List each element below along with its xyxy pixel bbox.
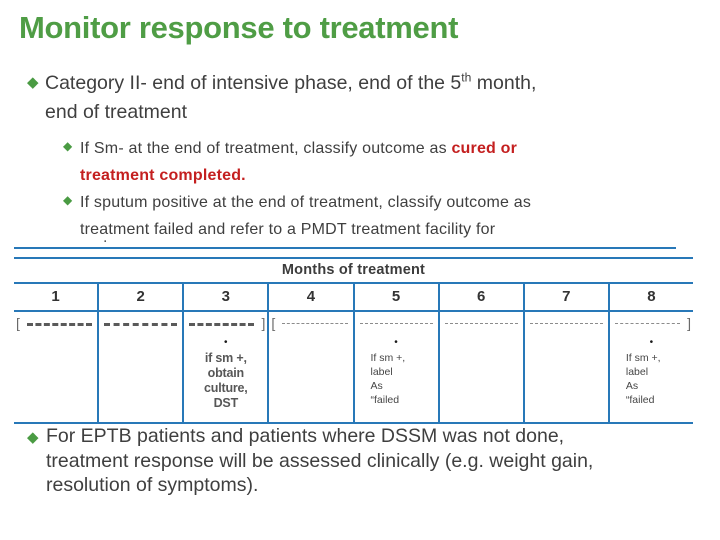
- dash-segment: [27, 323, 93, 326]
- cell-note-line: If sm +,: [370, 352, 406, 364]
- phase-dash-line: [355, 318, 438, 331]
- dash-segment: [282, 323, 348, 324]
- phase-dash-line: [99, 318, 182, 331]
- month-number-cell: 8: [647, 288, 656, 305]
- cell-note-line: As: [370, 380, 383, 392]
- dash-segment: [189, 323, 255, 326]
- bullet-1-line-1: Category II- end of intensive phase, end…: [45, 70, 537, 94]
- figure-top-rule: [14, 247, 676, 249]
- cell-note-line: label: [625, 366, 649, 378]
- truncated-text-remnant: .: [103, 229, 108, 246]
- cell-note-line: As: [625, 380, 639, 392]
- cell-note-line: “failed: [625, 394, 655, 406]
- cell-note-line: “failed: [370, 394, 400, 406]
- phase-dash-line: [: [269, 315, 352, 331]
- month-body-cell: [99, 312, 185, 422]
- month-number-cell: 7: [525, 284, 610, 310]
- phase-dash-line: [: [14, 315, 97, 331]
- bullet-category-ii: Category II- end of intensive phase, end…: [45, 69, 536, 127]
- diamond-bullet-icon: ◆: [63, 139, 73, 153]
- diamond-bullet-icon: ◆: [27, 429, 39, 446]
- month-number-cell: 1: [14, 284, 100, 310]
- diamond-bullet-icon: ◆: [27, 74, 39, 91]
- bracket-close: ]: [261, 315, 266, 331]
- note-bullet-dot: •: [394, 337, 398, 348]
- note-bullet-dot: •: [649, 337, 654, 348]
- phase-dash-line: ]: [610, 315, 693, 331]
- bullet-eptb: For EPTB patients and patients where DSS…: [46, 424, 593, 498]
- cell-note-line: DST: [213, 396, 239, 410]
- bracket-close: ]: [687, 315, 691, 331]
- dash-segment: [614, 323, 680, 324]
- cell-note-line: if sm +,: [204, 351, 247, 365]
- dash-segment: [359, 323, 433, 324]
- dash-segment: [529, 323, 603, 324]
- bullet-2-line-1: For EPTB patients and patients where DSS…: [46, 425, 565, 447]
- cell-note-line: label: [370, 366, 393, 378]
- bullet-2-line-2: treatment response will be assessed clin…: [46, 449, 594, 472]
- bracket-open: [: [16, 315, 20, 331]
- note-bullet-dot: •: [224, 337, 228, 348]
- subbullet-2-line-1: If sputum positive at the end of treatme…: [80, 194, 532, 211]
- month-number-cell: 6: [440, 284, 525, 310]
- dash-segment: [104, 323, 178, 326]
- subbullet-1-line-2: treatment completed.: [80, 167, 246, 184]
- month-body-cell: [525, 312, 610, 422]
- phase-dash-line: [440, 318, 523, 331]
- month-number-cell: 2: [99, 284, 185, 310]
- phase-dash-line: ]: [184, 315, 267, 331]
- subbullet-if-sputum-positive: If sputum positive at the end of treatme…: [80, 189, 531, 243]
- diamond-bullet-icon: ◆: [63, 193, 73, 207]
- month-body-cell: [: [269, 312, 355, 422]
- bracket-open: [: [271, 315, 276, 331]
- cell-note-line: obtain: [207, 366, 244, 380]
- bullet-1-line-2: end of treatment: [45, 101, 188, 123]
- month-number-cell: 5: [355, 284, 440, 310]
- red-highlight-cured: cured or: [451, 140, 518, 157]
- bullet-2-line-3: resolution of symptoms).: [46, 474, 259, 496]
- table-title: Months of treatment: [14, 257, 693, 284]
- month-number-cell: 4: [269, 284, 355, 310]
- subbullet-2-line-2: treatment failed and refer to a PMDT tre…: [80, 221, 496, 238]
- cell-note-line: If sm +,: [625, 352, 661, 364]
- phase-dash-line: [525, 318, 608, 331]
- cell-note-line: culture,: [204, 381, 248, 395]
- page-title: Monitor response to treatment: [19, 10, 459, 45]
- superscript-th: th: [461, 70, 472, 85]
- subbullet-1-line-1: If Sm- at the end of treatment, classify…: [80, 140, 518, 157]
- month-body-cell: [440, 312, 525, 422]
- month-number-cell: 3: [184, 284, 270, 310]
- month-body-cell: [: [14, 312, 100, 422]
- dash-segment: [444, 323, 518, 324]
- subbullet-if-sm-negative: If Sm- at the end of treatment, classify…: [80, 135, 517, 189]
